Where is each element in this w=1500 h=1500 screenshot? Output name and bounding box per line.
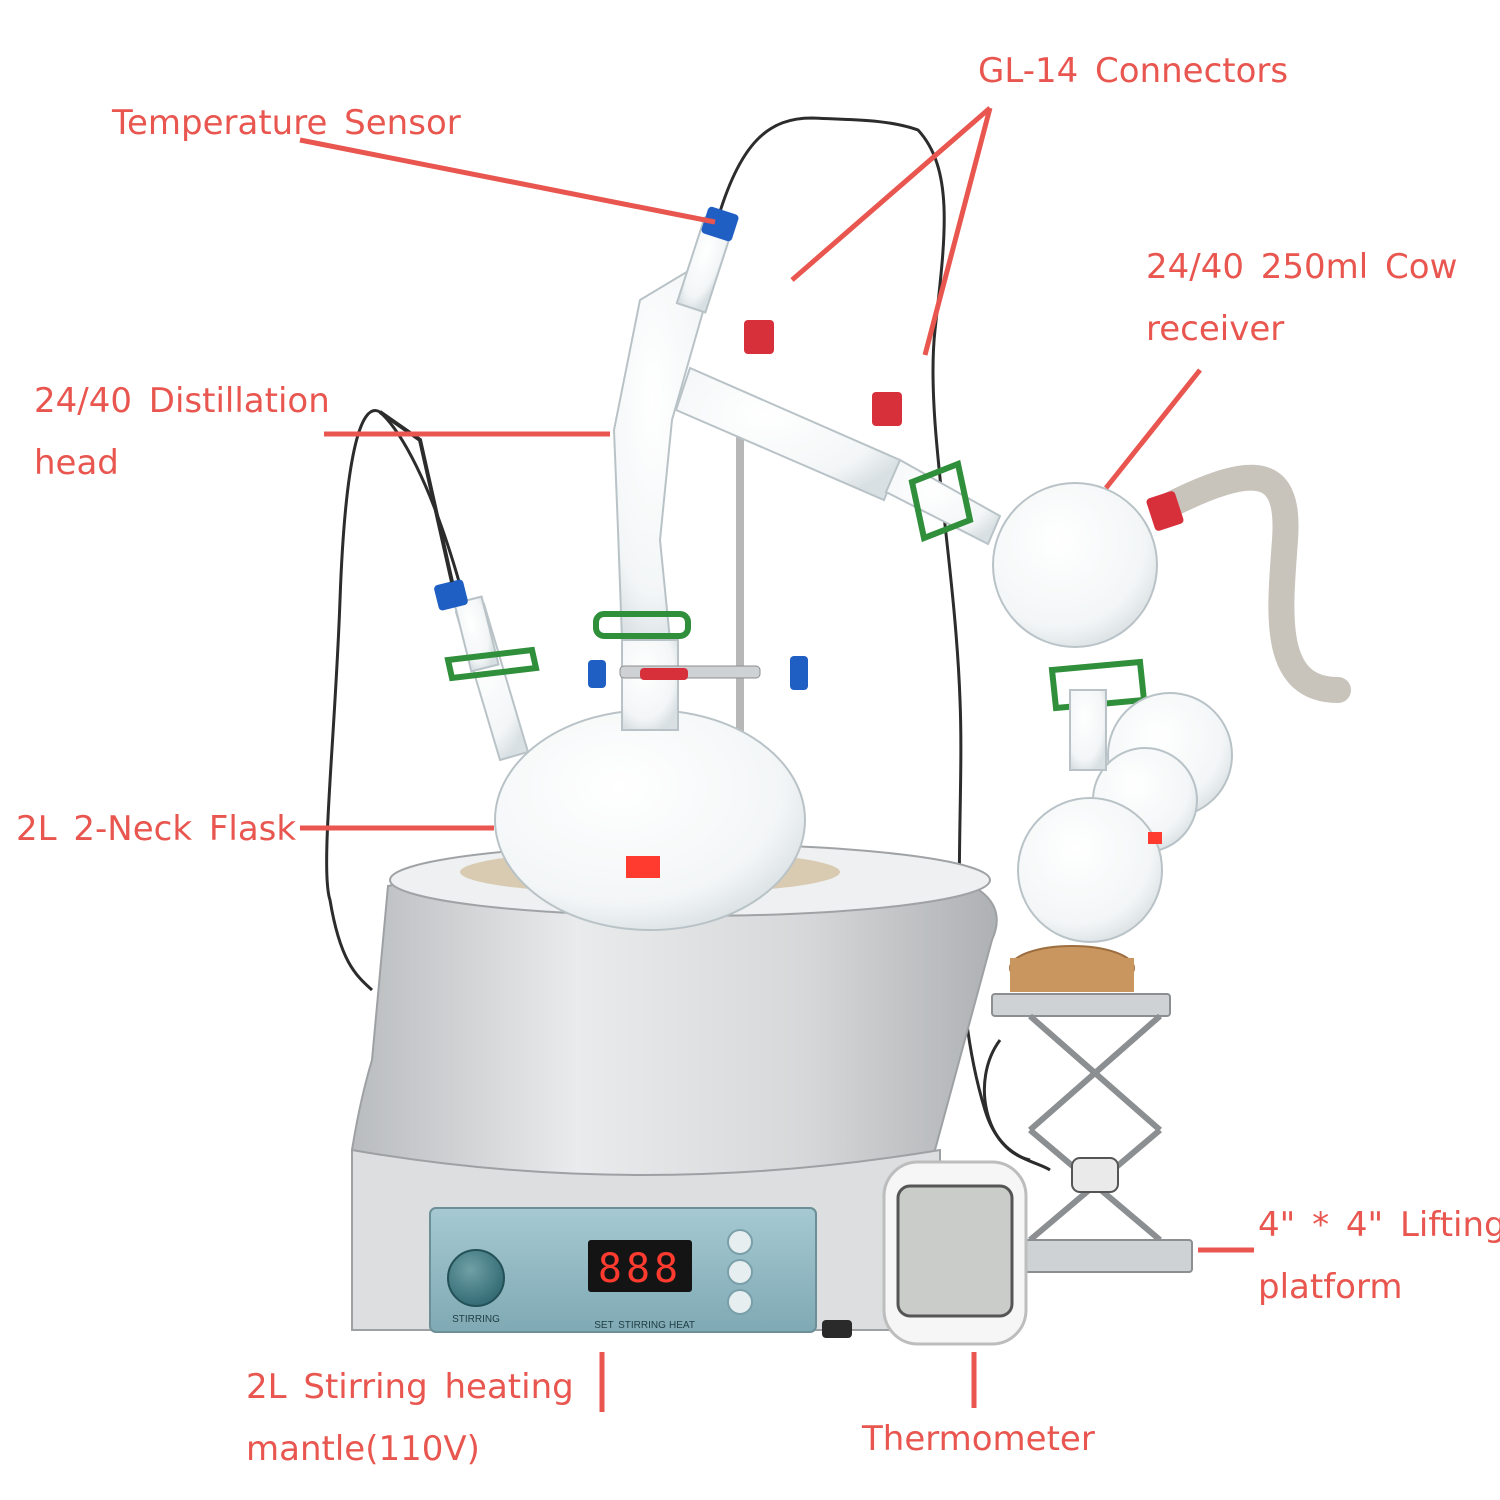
boiling-flask [494,709,806,931]
flask-neck-main [621,639,679,731]
label-lifting-platform-line1: 4" * 4" Lifting [1258,1205,1500,1245]
label-cow-receiver-line1: 24/40 250ml Cow [1146,247,1458,287]
label-heating-mantle-line1: 2L Stirring heating [246,1367,574,1407]
leader-gl14-lower [922,107,993,356]
gl14-connector-upper [744,320,774,354]
leader-gl14-upper [790,106,992,282]
lab-jack-scissors [1028,1013,1162,1243]
clamp-red-pad [640,668,688,680]
blue-cap-flask [434,579,468,611]
flask-probe [378,410,454,583]
receiver-hose-cap [1146,491,1184,531]
label-temperature-sensor: Temperature Sensor [112,103,461,143]
label-heating-mantle-line2: mantle(110V) [246,1429,480,1469]
set-button[interactable] [727,1229,753,1255]
distillation-head [612,268,714,641]
sensor-cable-low [983,1039,1031,1162]
label-thermometer: Thermometer [862,1419,1095,1459]
up-button[interactable] [727,1259,753,1285]
indicator-label-heat: HEAT [669,1320,695,1331]
label-distillation-head-line2: head [34,443,119,483]
hose [1157,464,1351,703]
flask-label-mark [626,856,660,878]
indicator-label-set: SET [594,1320,613,1331]
mantle-foot [822,1320,852,1338]
thermometer-screen [896,1184,1014,1318]
receiver-flask-mark [1148,832,1162,844]
leader-temp-sensor [299,137,716,225]
green-clip-head [593,611,691,639]
receiver-neck [1069,689,1107,771]
receiver-flask-front [1017,797,1163,943]
condenser [674,366,902,502]
led-display-value: 888 [598,1246,682,1292]
label-distillation-head-line1: 24/40 Distillation [34,381,330,421]
green-clip-condenser [908,459,974,543]
label-cow-receiver-line2: receiver [1146,309,1285,349]
green-clip-side [444,646,540,682]
gl14-connector-lower [872,392,902,426]
down-button[interactable] [727,1289,753,1315]
knob-label: STIRRING [452,1314,500,1325]
lab-jack-knob[interactable] [1071,1157,1119,1193]
label-gl14-connectors: GL-14 Connectors [978,51,1289,91]
stirring-knob[interactable] [447,1249,505,1307]
leader-lines [299,106,1254,1412]
cork-ring-side [1010,958,1134,992]
cow-receiver-bulb [992,482,1158,648]
lab-jack-top [991,993,1171,1017]
support-rod [736,430,744,860]
leader-cow-receiver [1104,368,1202,490]
clamp-blue-knob-left[interactable] [588,660,606,688]
indicator-label-stirring: STIRRING [618,1320,666,1331]
clamp-blue-knob-right[interactable] [790,656,808,690]
sensor-cable-top [714,116,1051,1172]
led-display [588,1240,692,1292]
label-lifting-platform-line2: platform [1258,1267,1403,1307]
blue-cap-head [701,206,739,242]
label-two-neck-flask: 2L 2-Neck Flask [16,809,297,849]
